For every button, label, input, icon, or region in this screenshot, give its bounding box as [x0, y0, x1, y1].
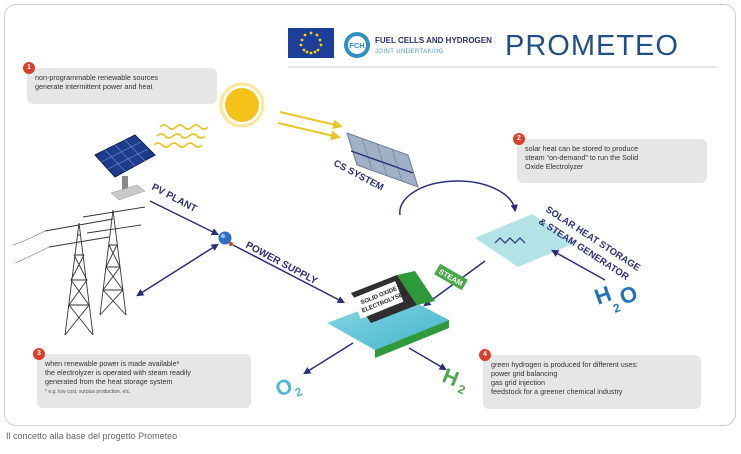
o2-label: O 2	[272, 374, 304, 401]
note-4: 4 green hydrogen is produced for differe…	[479, 349, 701, 409]
note-3-line-3: generated from the heat storage system	[45, 377, 173, 386]
note-3-footnote: * e.g. low cost, surplus production, etc…	[45, 389, 131, 395]
hydrogen-outlet-arrow	[408, 347, 447, 371]
note-4-number: 4	[479, 349, 491, 361]
fch-badge-text: FCH	[349, 41, 364, 50]
eu-flag-icon	[288, 28, 334, 58]
power-junction-icon	[218, 231, 233, 246]
note-2: 2 solar heat can be stored to produce st…	[513, 133, 707, 183]
note-1: 1 non-programmable renewable sources gen…	[23, 62, 217, 104]
o2-sub: 2	[293, 384, 305, 400]
header: FCH FUEL CELLS AND HYDROGEN JOINT UNDERT…	[288, 28, 717, 68]
note-1-number: 1	[23, 62, 35, 74]
h2o-main: H	[591, 281, 614, 310]
note-3-number: 3	[33, 348, 45, 360]
h2o-label: H 2 O	[591, 280, 641, 315]
note-3-line-2: the electrolyzer is operated with steam …	[45, 368, 191, 377]
heat-waves-icon	[153, 124, 209, 148]
note-2-line-2: steam “on-demand” to run the Solid	[525, 153, 639, 162]
note-4-line-1: green hydrogen is produced for different…	[491, 360, 638, 369]
note-2-number: 2	[513, 133, 525, 145]
note-1-line-1: non-programmable renewable sources	[35, 73, 159, 82]
pv-panel-icon	[94, 134, 156, 201]
note-2-line-3: Oxide Electrolyzer	[525, 162, 584, 171]
o2-main: O	[272, 374, 296, 401]
partner-name-line2: JOINT UNDERTAKING	[375, 49, 444, 55]
sun-icon	[219, 82, 265, 128]
heat-loop-arrow	[399, 180, 518, 216]
h2-sub: 2	[456, 382, 468, 398]
figure-caption: Il concetto alla base del progetto Prome…	[6, 431, 178, 441]
note-4-line-3: gas grid injection	[491, 378, 545, 387]
grid-exchange-arrow	[136, 243, 219, 297]
electricity-pylon-icon	[12, 206, 146, 336]
note-3: 3 when renewable power is made available…	[33, 348, 251, 408]
h2o-tail: O	[616, 280, 641, 309]
h2o-sub: 2	[611, 300, 622, 316]
note-1-line-2: generate intermittent power and heat	[35, 82, 153, 91]
note-2-line-1: solar heat can be stored to produce	[525, 144, 639, 153]
water-inlet-arrow	[551, 249, 606, 281]
project-title: PROMETEO	[505, 30, 679, 62]
partner-name-line1: FUEL CELLS AND HYDROGEN	[375, 36, 492, 45]
fch-badge-icon: FCH	[344, 32, 370, 58]
pv-to-junction-arrow	[149, 200, 220, 236]
heat-storage-icon	[475, 214, 575, 267]
h2-label: H 2	[439, 364, 467, 397]
note-4-line-4: feedstock for a greener chemical industr…	[491, 387, 623, 396]
note-4-line-2: power grid balancing	[491, 369, 558, 378]
pv-plant-label: PV PLANT	[150, 182, 199, 215]
prometeo-concept-diagram: FCH FUEL CELLS AND HYDROGEN JOINT UNDERT…	[12, 28, 717, 402]
note-3-line-1: when renewable power is made available*	[45, 359, 180, 368]
power-supply-label: POWER SUPPLY	[244, 240, 320, 287]
diagram-frame: FCH FUEL CELLS AND HYDROGEN JOINT UNDERT…	[4, 4, 736, 426]
sun-rays-arrows	[277, 111, 343, 141]
oxygen-outlet-arrow	[303, 342, 354, 375]
electrolyser-icon	[327, 271, 449, 358]
cs-system-icon	[346, 132, 419, 188]
power-supply-arrow	[232, 244, 345, 304]
